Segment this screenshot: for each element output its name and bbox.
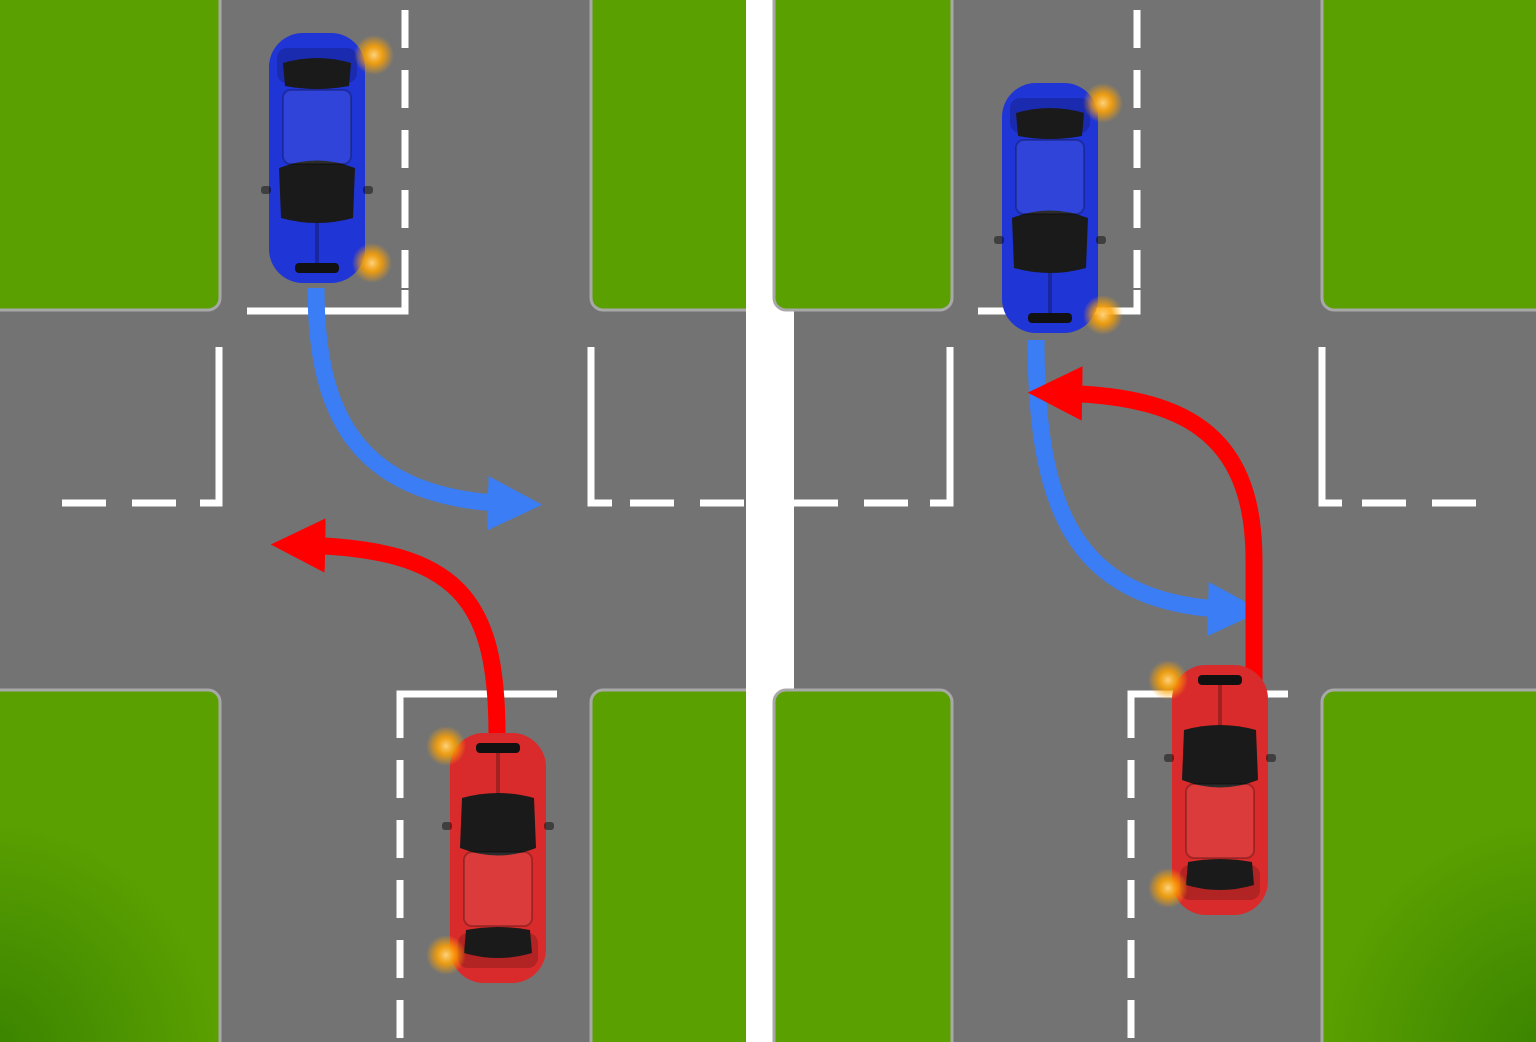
blue-car-body [260,32,374,284]
grass-block-top-right [589,0,773,312]
red-car-indicator-front [1148,660,1188,700]
stop-line-left [200,347,223,507]
road-markings [794,10,1480,1042]
stop-line-top [247,290,409,315]
stop-line-left [930,347,954,507]
blue-car-indicator-front [352,243,392,283]
blue-car [260,32,374,284]
grass-block-bottom-left [772,688,954,1042]
left-panel [0,0,773,1042]
grass-block-top-left [0,0,222,312]
blue-car-indicator-rear [1083,83,1123,123]
right-panel [772,0,1536,1042]
grass-shading [0,820,220,1042]
red-turn-arrow [1027,366,1263,680]
blue-car-indicator-front [1083,295,1123,335]
blue-turn-arrow [307,287,543,531]
stop-line-right [587,347,612,507]
grass-shading [1322,820,1536,1042]
stop-line-bottom [396,690,557,720]
grass-block-bottom-right [589,688,773,1042]
blue-car-indicator-rear [354,35,394,75]
red-car-indicator-rear [1148,868,1188,908]
blue-car-body [993,82,1107,334]
blue-car [993,82,1107,334]
red-turn-arrow [270,518,506,736]
grass-block-top-left [772,0,954,312]
road-markings [62,10,746,1042]
red-car-indicator-front [426,726,466,766]
stop-line-right [1318,347,1342,507]
red-car-indicator-rear [426,935,466,975]
grass-block-top-right [1320,0,1536,312]
